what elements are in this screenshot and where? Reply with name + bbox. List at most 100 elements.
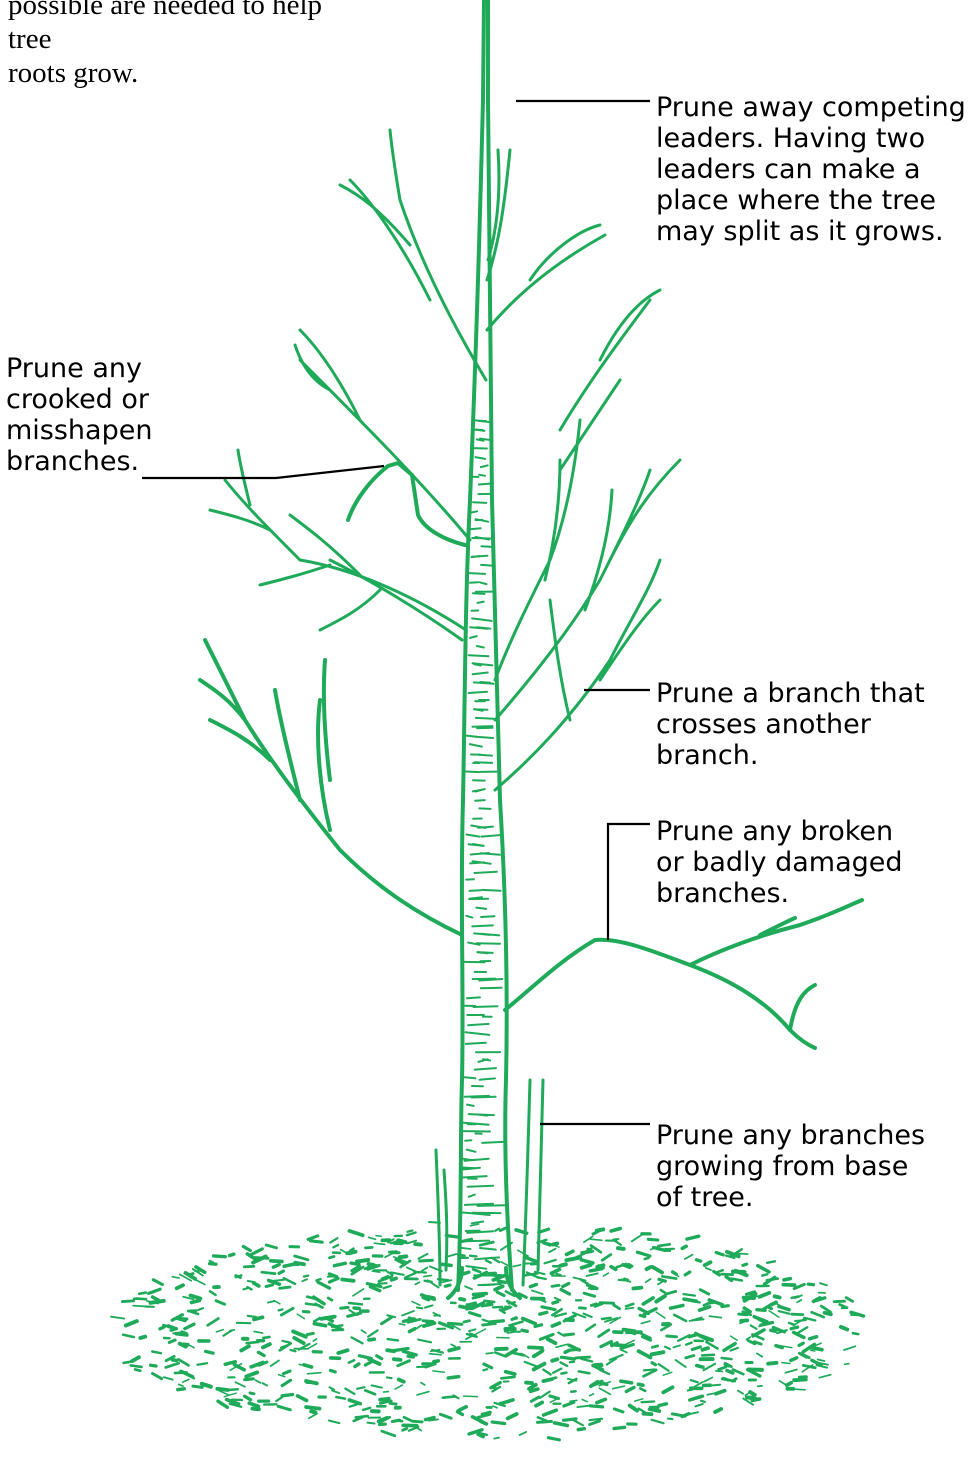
branch-mid-left-long	[295, 330, 470, 540]
mulch-fleck	[771, 1302, 776, 1304]
mulch-fleck	[382, 1318, 392, 1324]
mulch-fleck	[473, 1269, 480, 1272]
mulch-fleck	[332, 1391, 339, 1394]
mulch-fleck	[684, 1294, 695, 1296]
mulch-fleck	[380, 1401, 388, 1403]
bark-mark	[473, 430, 483, 431]
mulch-fleck	[640, 1388, 645, 1391]
mulch-fleck	[508, 1332, 514, 1333]
mulch-fleck	[758, 1386, 762, 1387]
bark-mark	[462, 1168, 475, 1169]
mulch-fleck	[384, 1392, 389, 1393]
mulch-fleck	[256, 1380, 261, 1383]
mulch-fleck	[359, 1356, 371, 1359]
mulch-fleck	[350, 1252, 355, 1254]
mulch-fleck	[652, 1420, 664, 1423]
mulch-fleck	[686, 1343, 691, 1345]
mulch-fleck	[266, 1285, 273, 1287]
mulch-fleck	[332, 1325, 342, 1327]
mulch-fleck	[581, 1359, 592, 1362]
bark-mark	[472, 726, 492, 727]
bark-mark	[470, 582, 478, 583]
mulch-fleck	[762, 1274, 767, 1275]
mulch-fleck	[376, 1236, 381, 1237]
mulch-fleck	[245, 1396, 251, 1400]
branch-mid-right-2	[495, 460, 680, 720]
mulch-fleck	[297, 1314, 304, 1319]
mulch-fleck	[582, 1265, 591, 1268]
mulch-fleck	[394, 1359, 401, 1360]
mulch-fleck	[768, 1307, 772, 1309]
mulch-fleck	[388, 1339, 398, 1340]
mulch-fleck	[218, 1401, 227, 1407]
bark-mark	[475, 1068, 496, 1070]
mulch-fleck	[692, 1319, 704, 1320]
mulch-fleck	[217, 1389, 228, 1390]
mulch-fleck	[506, 1350, 516, 1356]
mulch-fleck	[486, 1260, 491, 1262]
bark-mark	[480, 582, 487, 584]
bark-mark	[466, 1032, 490, 1035]
mulch-fleck	[140, 1337, 145, 1338]
mulch-fleck	[417, 1325, 421, 1328]
mulch-fleck	[245, 1379, 254, 1380]
mulch-fleck	[151, 1365, 156, 1366]
mulch-fleck	[467, 1308, 473, 1309]
mulch-fleck	[214, 1256, 226, 1257]
bark-mark	[482, 1285, 494, 1286]
mulch-fleck	[365, 1362, 371, 1365]
mulch-fleck	[553, 1244, 557, 1245]
mulch-fleck	[485, 1301, 495, 1302]
mulch-fleck	[254, 1283, 259, 1286]
mulch-fleck	[591, 1239, 602, 1240]
mulch-fleck	[282, 1380, 290, 1386]
mulch-fleck	[602, 1318, 611, 1319]
mulch-fleck	[495, 1286, 503, 1289]
mulch-fleck	[853, 1333, 858, 1334]
mulch-fleck	[132, 1357, 139, 1361]
mulch-fleck	[482, 1412, 490, 1414]
mulch-fleck	[845, 1364, 849, 1365]
bark-mark	[466, 835, 479, 837]
mulch-fleck	[311, 1411, 315, 1412]
mulch-fleck	[291, 1350, 296, 1351]
mulch-fleck	[682, 1246, 686, 1248]
mulch-fleck	[390, 1403, 396, 1404]
mulch-fleck	[185, 1324, 194, 1329]
branch-lower-right-broken	[505, 900, 862, 1048]
mulch-fleck	[652, 1346, 657, 1347]
mulch-fleck	[685, 1255, 693, 1259]
mulch-fleck	[183, 1379, 189, 1382]
mulch-fleck	[470, 1256, 477, 1257]
mulch-fleck	[309, 1414, 317, 1419]
mulch-fleck	[352, 1337, 363, 1343]
mulch-fleck	[775, 1296, 780, 1297]
mulch-fleck	[338, 1350, 347, 1353]
bark-mark	[481, 916, 494, 917]
mulch-fleck	[377, 1356, 382, 1359]
mulch-fleck	[273, 1265, 279, 1268]
mulch-fleck	[400, 1256, 407, 1257]
mulch-fleck	[530, 1285, 536, 1287]
mulch-fleck	[258, 1352, 264, 1355]
mulch-fleck	[667, 1291, 676, 1293]
mulch-fleck	[307, 1333, 313, 1334]
mulch-fleck	[658, 1282, 662, 1284]
bark-mark	[473, 593, 485, 594]
mulch-fleck	[663, 1387, 672, 1392]
mulch-fleck	[671, 1305, 683, 1308]
mulch-fleck	[313, 1339, 316, 1341]
mulch-fleck	[357, 1387, 365, 1389]
mulch-fleck	[563, 1284, 569, 1287]
mulch-fleck	[810, 1337, 817, 1339]
mulch-fleck	[243, 1247, 250, 1251]
mulch-fleck	[459, 1407, 467, 1411]
mulch-fleck	[552, 1323, 559, 1326]
bark-mark	[466, 1266, 486, 1269]
mulch-fleck	[178, 1389, 184, 1390]
mulch-fleck	[341, 1250, 348, 1254]
mulch-fleck	[779, 1311, 790, 1314]
branch-mid-right-3	[495, 380, 620, 680]
mulch-fleck	[111, 1317, 124, 1319]
bark-mark	[469, 655, 489, 656]
